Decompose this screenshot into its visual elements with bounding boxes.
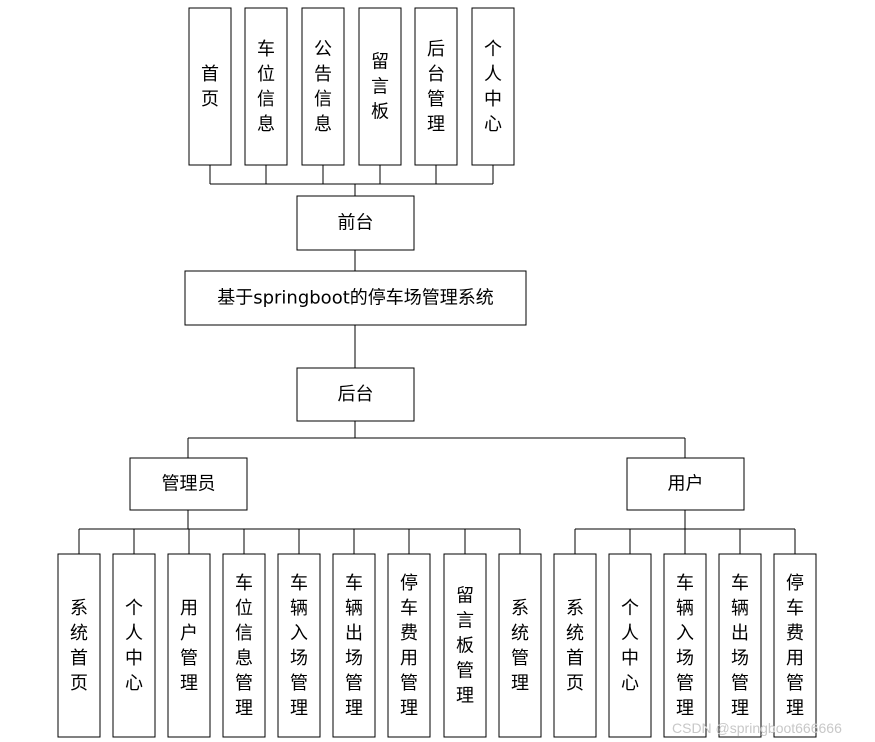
- frontend-module-box: 首页: [188, 7, 232, 166]
- user-role-box-label: 用户: [668, 474, 704, 495]
- admin-module-box-label: 用户管理: [180, 598, 198, 694]
- admin-module-box-label: 系统首页: [70, 598, 88, 694]
- backend-box: 后台: [296, 367, 415, 422]
- frontend-module-box: 留言板: [358, 7, 402, 166]
- user-module-box: 车辆入场管理: [663, 553, 707, 738]
- root-system-box-label: 基于springboot的停车场管理系统: [217, 288, 494, 309]
- admin-module-box-label: 车辆出场管理: [345, 573, 363, 719]
- user-module-box: 停车费用管理: [773, 553, 817, 738]
- admin-module-box: 车位信息管理: [222, 553, 266, 738]
- frontend-module-box: 车位信息: [244, 7, 288, 166]
- admin-module-box-label: 车位信息管理: [235, 573, 253, 719]
- csdn-watermark: CSDN @springboot666666: [672, 720, 842, 736]
- frontend-module-box-label: 个人中心: [484, 39, 502, 135]
- admin-module-box: 车辆出场管理: [332, 553, 376, 738]
- frontend-module-box: 后台管理: [414, 7, 458, 166]
- frontend-module-box-label: 后台管理: [427, 39, 445, 135]
- admin-role-box: 管理员: [129, 457, 248, 511]
- user-module-box-label: 停车费用管理: [786, 573, 804, 719]
- admin-module-box: 留言板管理: [443, 553, 487, 738]
- frontend-module-box: 公告信息: [301, 7, 345, 166]
- connector-lines: [78, 165, 796, 554]
- frontend-module-box: 个人中心: [471, 7, 515, 166]
- frontend-box: 前台: [296, 195, 415, 251]
- admin-module-box: 停车费用管理: [387, 553, 431, 738]
- frontend-module-box-label: 留言板: [371, 51, 389, 122]
- frontend-module-box-label: 首页: [201, 64, 219, 110]
- user-module-box-label: 车辆入场管理: [676, 573, 694, 719]
- admin-module-box-label: 留言板管理: [456, 585, 474, 706]
- admin-module-box: 个人中心: [112, 553, 156, 738]
- user-module-box-label: 系统首页: [566, 598, 584, 694]
- user-module-box: 个人中心: [608, 553, 652, 738]
- user-module-box-label: 车辆出场管理: [731, 573, 749, 719]
- admin-module-box: 系统管理: [498, 553, 542, 738]
- user-role-box: 用户: [626, 457, 745, 511]
- admin-module-box-label: 系统管理: [511, 598, 529, 694]
- frontend-module-box-label: 车位信息: [257, 39, 275, 135]
- user-module-box-label: 个人中心: [621, 598, 639, 694]
- admin-module-box: 用户管理: [167, 553, 211, 738]
- root-system-box: 基于springboot的停车场管理系统: [184, 270, 527, 326]
- admin-module-box: 系统首页: [57, 553, 101, 738]
- user-module-box: 系统首页: [553, 553, 597, 738]
- backend-box-label: 后台: [338, 384, 374, 405]
- user-module-box: 车辆出场管理: [718, 553, 762, 738]
- admin-module-box-label: 车辆入场管理: [290, 573, 308, 719]
- admin-role-box-label: 管理员: [162, 474, 216, 495]
- admin-module-box-label: 个人中心: [125, 598, 143, 694]
- admin-module-box-label: 停车费用管理: [400, 573, 418, 719]
- admin-module-box: 车辆入场管理: [277, 553, 321, 738]
- frontend-box-label: 前台: [338, 213, 374, 234]
- frontend-module-box-label: 公告信息: [314, 39, 332, 135]
